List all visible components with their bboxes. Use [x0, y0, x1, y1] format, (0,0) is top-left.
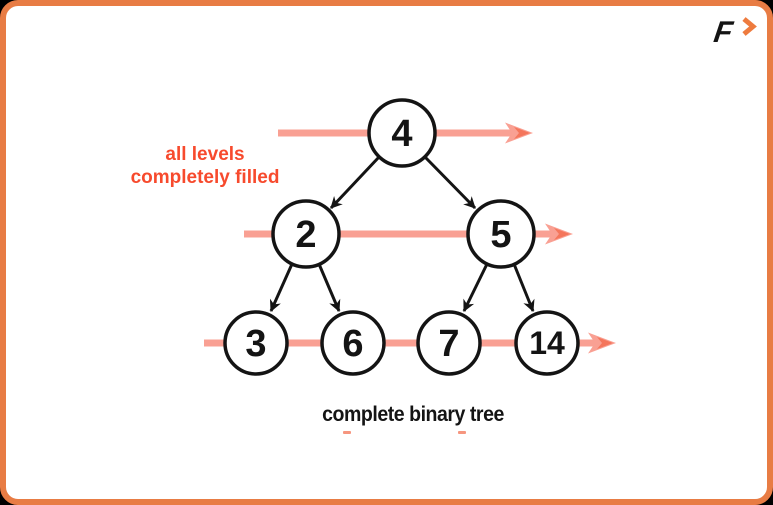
- underline-mark-right: [458, 431, 466, 434]
- node-value: 3: [245, 323, 266, 365]
- annotation-line-2: completely filled: [130, 167, 280, 188]
- annotation-all-levels: all levels completely filled: [95, 143, 315, 189]
- edge-5-14: [512, 263, 535, 313]
- tree-node-14: 14: [514, 310, 580, 376]
- brand-logo: F: [711, 15, 757, 53]
- node-value: 4: [391, 113, 412, 155]
- edge-4-5: [423, 155, 477, 210]
- node-value: 7: [438, 323, 459, 365]
- node-value: 14: [529, 325, 565, 361]
- tree-edges: [269, 155, 535, 313]
- edge-2-3: [269, 263, 294, 312]
- binary-tree-diagram: 4 2 5 3 6 7 14: [204, 98, 616, 376]
- tree-node-4: 4: [367, 98, 437, 168]
- tree-node-6: 6: [320, 310, 386, 376]
- annotation-line-1: all levels: [165, 144, 245, 165]
- brand-letter: F: [711, 16, 735, 49]
- tree-node-3: 3: [223, 310, 289, 376]
- underline-mark-left: [343, 431, 351, 434]
- node-value: 6: [342, 323, 363, 365]
- edge-5-7: [462, 263, 489, 312]
- chevron-right-icon: [742, 17, 757, 36]
- tree-node-7: 7: [416, 310, 482, 376]
- node-value: 2: [295, 214, 316, 256]
- tree-nodes: 4 2 5 3 6 7 14: [223, 98, 580, 376]
- tree-node-2: 2: [271, 199, 341, 269]
- edge-4-2: [329, 155, 381, 210]
- edge-2-6: [317, 263, 341, 312]
- tree-node-5: 5: [466, 199, 536, 269]
- node-value: 5: [490, 214, 511, 256]
- caption: complete binary tree: [322, 403, 504, 426]
